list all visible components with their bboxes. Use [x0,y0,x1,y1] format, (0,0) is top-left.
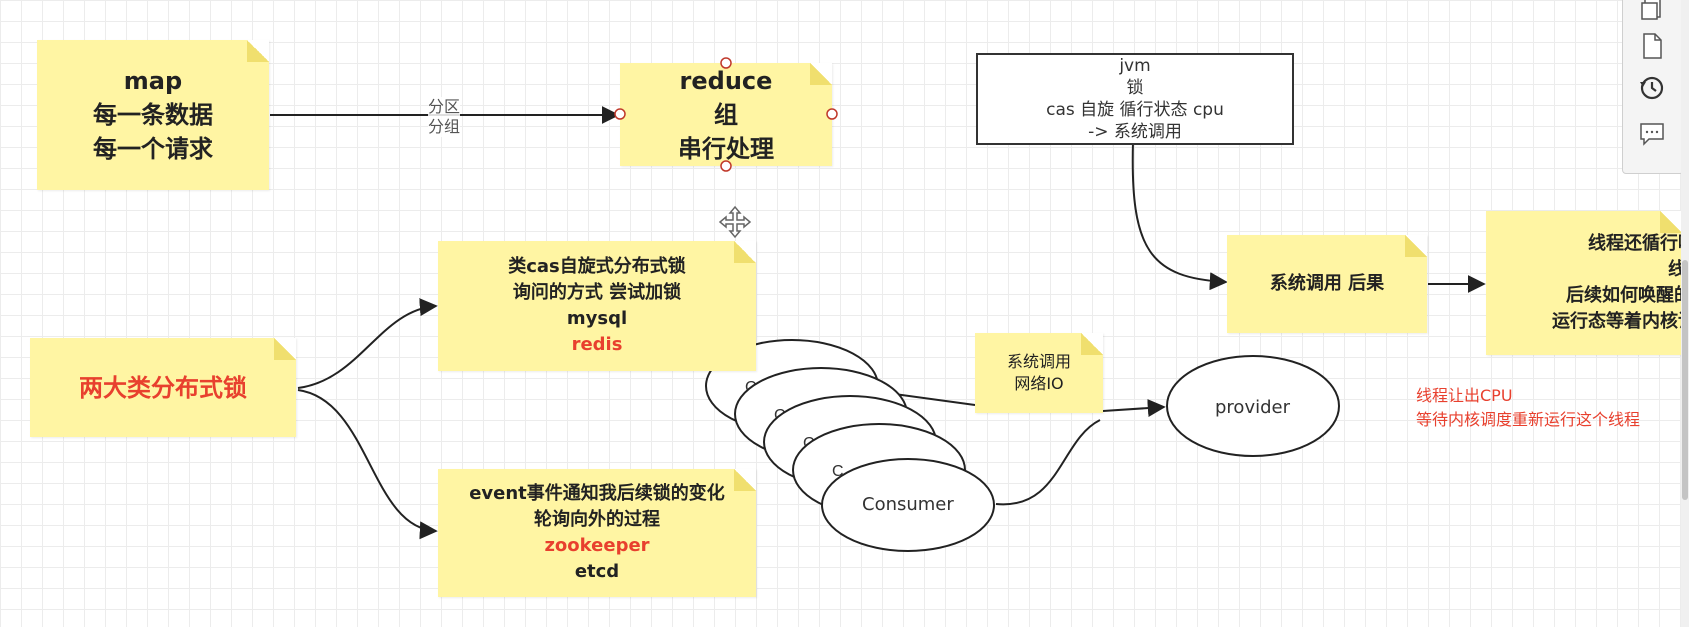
consumer-label: Consumer [862,494,954,515]
note-map-line-3: 每一个请求 [93,135,213,163]
note-syscall-result[interactable]: 系统调用 后果 [1227,235,1427,333]
thread-yield-line-2: 等待内核调度重新运行这个线程 [1416,410,1641,429]
handle-left[interactable] [614,108,626,120]
note-syscall-result-label: 系统调用 后果 [1269,273,1385,294]
history-icon[interactable] [1637,73,1667,103]
comment-icon[interactable] [1637,119,1667,149]
note-thread-line-3: 后续如何唤醒的 [1566,285,1689,306]
note-thread-wakeup[interactable]: 线程还循行嘛 线 后续如何唤醒的 运行态等着内核调 [1486,211,1689,355]
note-map[interactable]: map 每一条数据 每一个请求 [37,40,269,190]
thread-yield-text: 线程让出CPU 等待内核调度重新运行这个线程 [1416,384,1640,432]
edge-io-to-provider[interactable] [1102,399,1166,418]
move-cursor-icon [718,205,752,239]
handle-right[interactable] [826,108,838,120]
edge-jvm-to-syscall[interactable] [1131,141,1228,291]
note-event-line-4: etcd [574,561,620,582]
note-cas-lock[interactable]: 类cas自旋式分布式锁 询问的方式 尝试加锁 mysql redis [438,241,756,371]
note-thread-line-1: 线程还循行嘛 [1588,233,1689,254]
edge-two-types-to-cas[interactable] [297,298,438,389]
provider-ellipse[interactable] [1166,355,1340,457]
note-event-line-1: event事件通知我后续锁的变化 [469,483,725,504]
edge-two-types-to-event[interactable] [297,389,438,540]
note-cas-line-4: redis [571,334,623,355]
note-map-line-2: 每一条数据 [93,101,213,129]
note-syscall-io-line-2: 网络IO [1014,374,1064,393]
jvm-box-line-2: 锁 [1126,78,1144,98]
note-reduce-line-1: reduce [679,66,773,95]
note-two-types-lock[interactable]: 两大类分布式锁 [30,338,296,437]
jvm-lock-box[interactable]: jvm 锁 cas 自旋 循行状态 cpu -> 系统调用 [976,53,1294,145]
note-thread-line-4: 运行态等着内核调 [1552,311,1689,332]
edge-label-partition: 分区 分组 [428,97,461,137]
edge-label-line-2: 分组 [428,117,461,136]
note-cas-line-3: mysql [566,308,628,329]
handle-top[interactable] [720,57,732,69]
jvm-box-line-4: -> 系统调用 [1088,122,1182,142]
note-event-line-2: 轮询向外的过程 [534,509,660,530]
note-cas-line-1: 类cas自旋式分布式锁 [508,256,686,277]
edge-label-line-1: 分区 [428,97,461,116]
note-reduce[interactable]: reduce 组 串行处理 [620,63,832,166]
note-reduce-line-3: 串行处理 [678,134,774,163]
note-map-line-1: map [123,67,183,95]
note-two-types-label: 两大类分布式锁 [79,373,247,402]
thread-yield-line-1: 线程让出CPU [1416,386,1513,405]
pages-icon[interactable] [1637,0,1667,29]
note-event-notify[interactable]: event事件通知我后续锁的变化 轮询向外的过程 zookeeper etcd [438,469,756,597]
provider-label: provider [1215,397,1290,418]
jvm-box-line-1: jvm [1119,56,1151,76]
edge-consumer-to-provider[interactable] [995,419,1101,506]
handle-bottom[interactable] [720,160,732,172]
note-syscall-io-line-1: 系统调用 [1006,352,1071,371]
note-reduce-line-2: 组 [714,100,738,129]
note-cas-line-2: 询问的方式 尝试加锁 [512,282,682,303]
consumer-hidden-label-4: C [832,463,844,480]
vertical-scrollbar-thumb[interactable] [1682,260,1688,500]
note-syscall-io[interactable]: 系统调用 网络IO [975,333,1103,413]
jvm-box-line-3: cas 自旋 循行状态 cpu [1046,100,1224,120]
consumer-ellipse-front[interactable] [821,458,995,552]
page-icon[interactable] [1637,31,1667,61]
side-toolbar [1622,0,1684,174]
note-event-line-3: zookeeper [544,535,650,556]
